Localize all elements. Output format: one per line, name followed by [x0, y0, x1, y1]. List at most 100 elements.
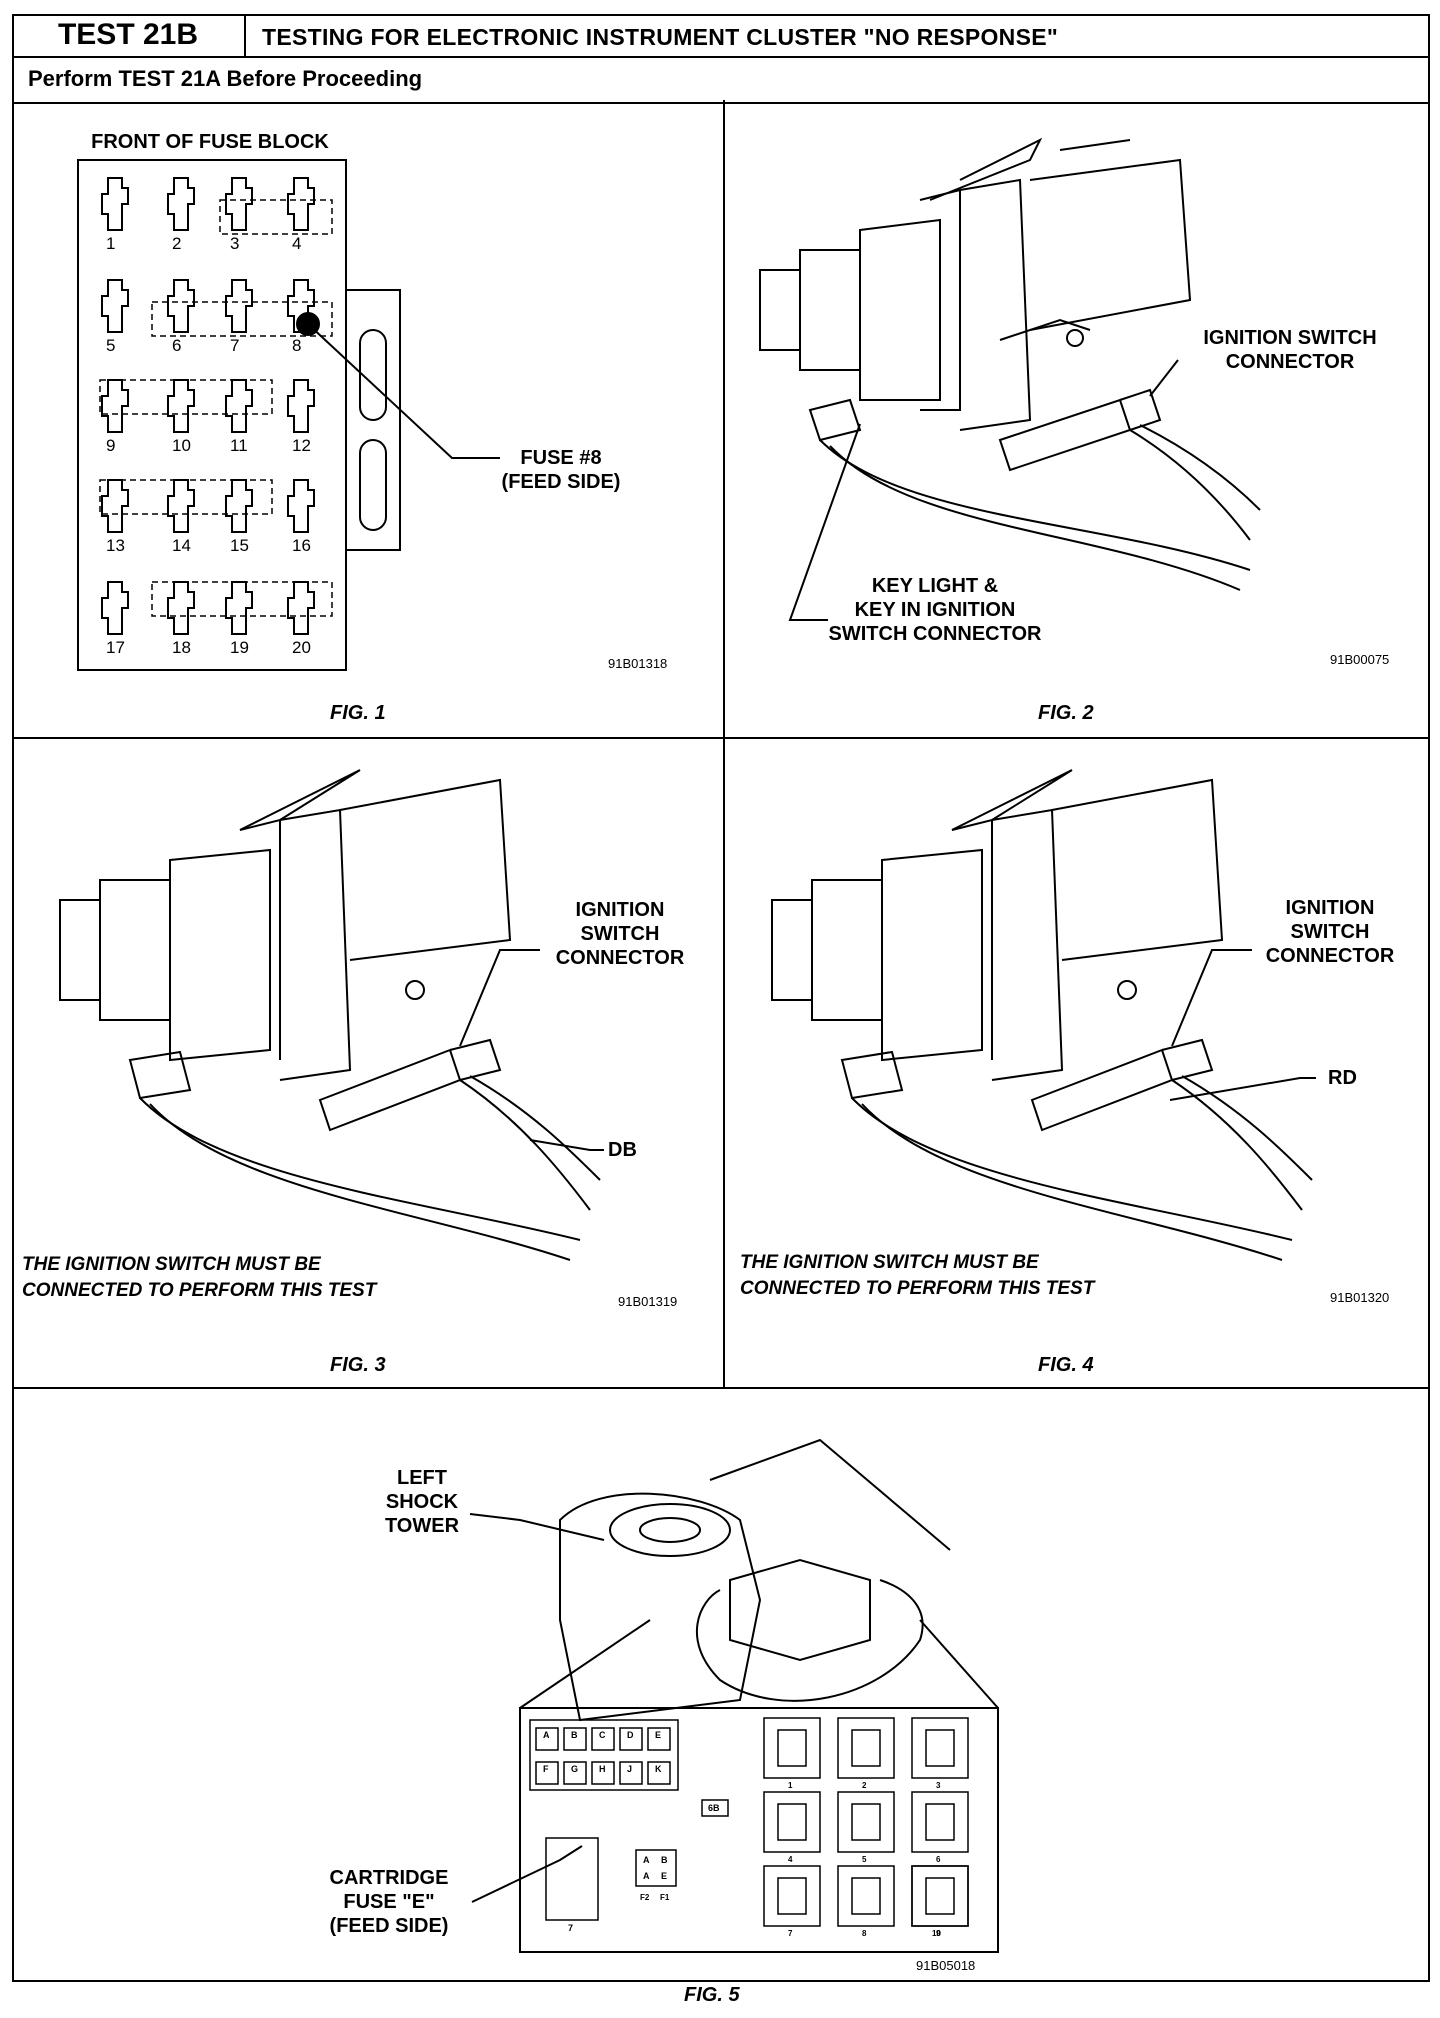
- subtitle-box: [12, 56, 1430, 104]
- fuse-number-6: 6: [172, 336, 182, 355]
- cartridge-fuse-K: [647, 1761, 671, 1785]
- fuse-f-label-f1: F1: [660, 1893, 670, 1902]
- relay-1: [763, 1717, 821, 1779]
- fig1-callout-line2: (FEED SIDE): [501, 471, 621, 493]
- fig3-note-line1: THE IGNITION SWITCH MUST BE: [22, 1254, 321, 1275]
- fig4-callout: IGNITION SWITCH CONNECTOR: [1250, 896, 1410, 968]
- ignition-switch-drawing-fig3: [59, 769, 604, 1261]
- fuse-f-block: [635, 1849, 677, 1887]
- cartridge-fuse-G: [563, 1761, 587, 1785]
- cartridge-fuse-block: [529, 1719, 679, 1791]
- ignition-switch-drawing-fig2: [759, 137, 1261, 621]
- fuse-4: [287, 177, 315, 231]
- fuse-number-15: 15: [230, 536, 249, 555]
- fig2-callout-keylight: KEY LIGHT & KEY IN IGNITION SWITCH CONNE…: [820, 574, 1050, 646]
- relay-number-4: 4: [788, 1855, 793, 1864]
- fuse-number-9: 9: [106, 436, 116, 455]
- cartridge-fuse-label-B: B: [571, 1730, 578, 1740]
- fig3-note-line2: CONNECTED TO PERFORM THIS TEST: [22, 1280, 377, 1301]
- relay-number-3: 3: [936, 1781, 941, 1790]
- fuse-3: [225, 177, 253, 231]
- fuse-f-cell-3: E: [661, 1871, 668, 1881]
- fuse-number-16: 16: [292, 536, 311, 555]
- fig4-callout-line1: IGNITION: [1285, 897, 1375, 919]
- fuse-15: [225, 479, 253, 533]
- fuse-number-17: 17: [106, 638, 125, 657]
- fuse-13: [101, 479, 129, 533]
- relay-terminal-7: [777, 1877, 807, 1915]
- test-title: TESTING FOR ELECTRONIC INSTRUMENT CLUSTE…: [262, 24, 1059, 50]
- relay-3: [911, 1717, 969, 1779]
- fig5-callout-b-line3: (FEED SIDE): [329, 1915, 449, 1937]
- relay-number-10: 10: [932, 1929, 941, 1938]
- relay-2: [837, 1717, 895, 1779]
- relay-5: [837, 1791, 895, 1853]
- relay-number-6: 6: [936, 1855, 941, 1864]
- fig4-wire-label: RD: [1328, 1067, 1357, 1089]
- fig4-code: 91B01320: [1330, 1290, 1390, 1305]
- cartridge-fuse-A: [535, 1727, 559, 1751]
- ignition-switch-drawing-fig4: [771, 769, 1316, 1261]
- fig4-callout-line3: CONNECTOR: [1265, 945, 1395, 967]
- relay-terminal-8: [851, 1877, 881, 1915]
- figure-grid: [12, 100, 1430, 1982]
- fuse-number-8: 8: [292, 336, 302, 355]
- fuse-16: [287, 479, 315, 533]
- fuse-17: [101, 581, 129, 635]
- relay-terminal-4: [777, 1803, 807, 1841]
- fig2-callout-b-line1: KEY LIGHT &: [871, 575, 999, 597]
- fig2-callout-a-line1: IGNITION SWITCH: [1203, 327, 1377, 349]
- relay-number-5: 5: [862, 1855, 867, 1864]
- cartridge-fuse-label-G: G: [571, 1764, 579, 1774]
- fuse-f-cell-2: A: [643, 1871, 650, 1881]
- fig2-code: 91B00075: [1330, 652, 1390, 667]
- fuse-2: [167, 177, 195, 231]
- relay-number-9: 9: [936, 1929, 941, 1938]
- relay-terminal-2: [851, 1729, 881, 1767]
- fuse-number-20: 20: [292, 638, 311, 657]
- fuse-number-7: 7: [230, 336, 240, 355]
- fig2-callout-b-line3: SWITCH CONNECTOR: [828, 623, 1042, 645]
- fig5-code: 91B05018: [916, 1958, 976, 1973]
- fuse-number-12: 12: [292, 436, 311, 455]
- relay-6: [911, 1791, 969, 1853]
- fig3-note: THE IGNITION SWITCH MUST BE CONNECTED TO…: [22, 1252, 376, 1304]
- fuse-number-14: 14: [172, 536, 191, 555]
- fig4-note-line1: THE IGNITION SWITCH MUST BE: [740, 1252, 1039, 1273]
- fig1-caption: FIG. 1: [330, 702, 386, 724]
- fuse-1: [101, 177, 129, 231]
- fig2-callout-a-line2: CONNECTOR: [1225, 351, 1355, 373]
- relay-terminal-5: [851, 1803, 881, 1841]
- relay-terminal-1: [777, 1729, 807, 1767]
- cartridge-fuse-B: [563, 1727, 587, 1751]
- relay-10: [911, 1865, 969, 1927]
- fig5-callout-shock-tower: LEFT SHOCK TOWER: [372, 1466, 472, 1538]
- fuse-number-5: 5: [106, 336, 116, 355]
- fuse-number-18: 18: [172, 638, 191, 657]
- fig5-callout-cartridge: CARTRIDGE FUSE "E" (FEED SIDE): [314, 1866, 464, 1938]
- relay-number-2: 2: [862, 1781, 867, 1790]
- fuse-18: [167, 581, 195, 635]
- cartridge-fuse-label-H: H: [599, 1764, 606, 1774]
- engine-compartment-drawing: [469, 1438, 999, 1953]
- cartridge-fuse-J: [619, 1761, 643, 1785]
- cartridge-fuse-F: [535, 1761, 559, 1785]
- fuse-number-10: 10: [172, 436, 191, 455]
- fuse-number-3: 3: [230, 234, 240, 253]
- fig5-callout-b-line1: CARTRIDGE: [329, 1867, 449, 1889]
- fig1-heading: FRONT OF FUSE BLOCK: [91, 131, 329, 153]
- fig3-callout-line1: IGNITION: [575, 899, 665, 921]
- fusible-link-label: 6B: [708, 1803, 720, 1813]
- relay-4: [763, 1791, 821, 1853]
- fuse-11: [225, 379, 253, 433]
- fuse-block-drawing: [77, 159, 500, 671]
- relay-7-box: [545, 1837, 599, 1921]
- fuse-7: [225, 279, 253, 333]
- fig2-callout-ignition: IGNITION SWITCH CONNECTOR: [1190, 326, 1390, 374]
- cartridge-fuse-label-K: K: [655, 1764, 662, 1774]
- fig1-code: 91B01318: [608, 656, 668, 671]
- fig3-code: 91B01319: [618, 1294, 678, 1309]
- fig5-callout-a-line3: TOWER: [384, 1515, 460, 1537]
- fuse-number-4: 4: [292, 234, 302, 253]
